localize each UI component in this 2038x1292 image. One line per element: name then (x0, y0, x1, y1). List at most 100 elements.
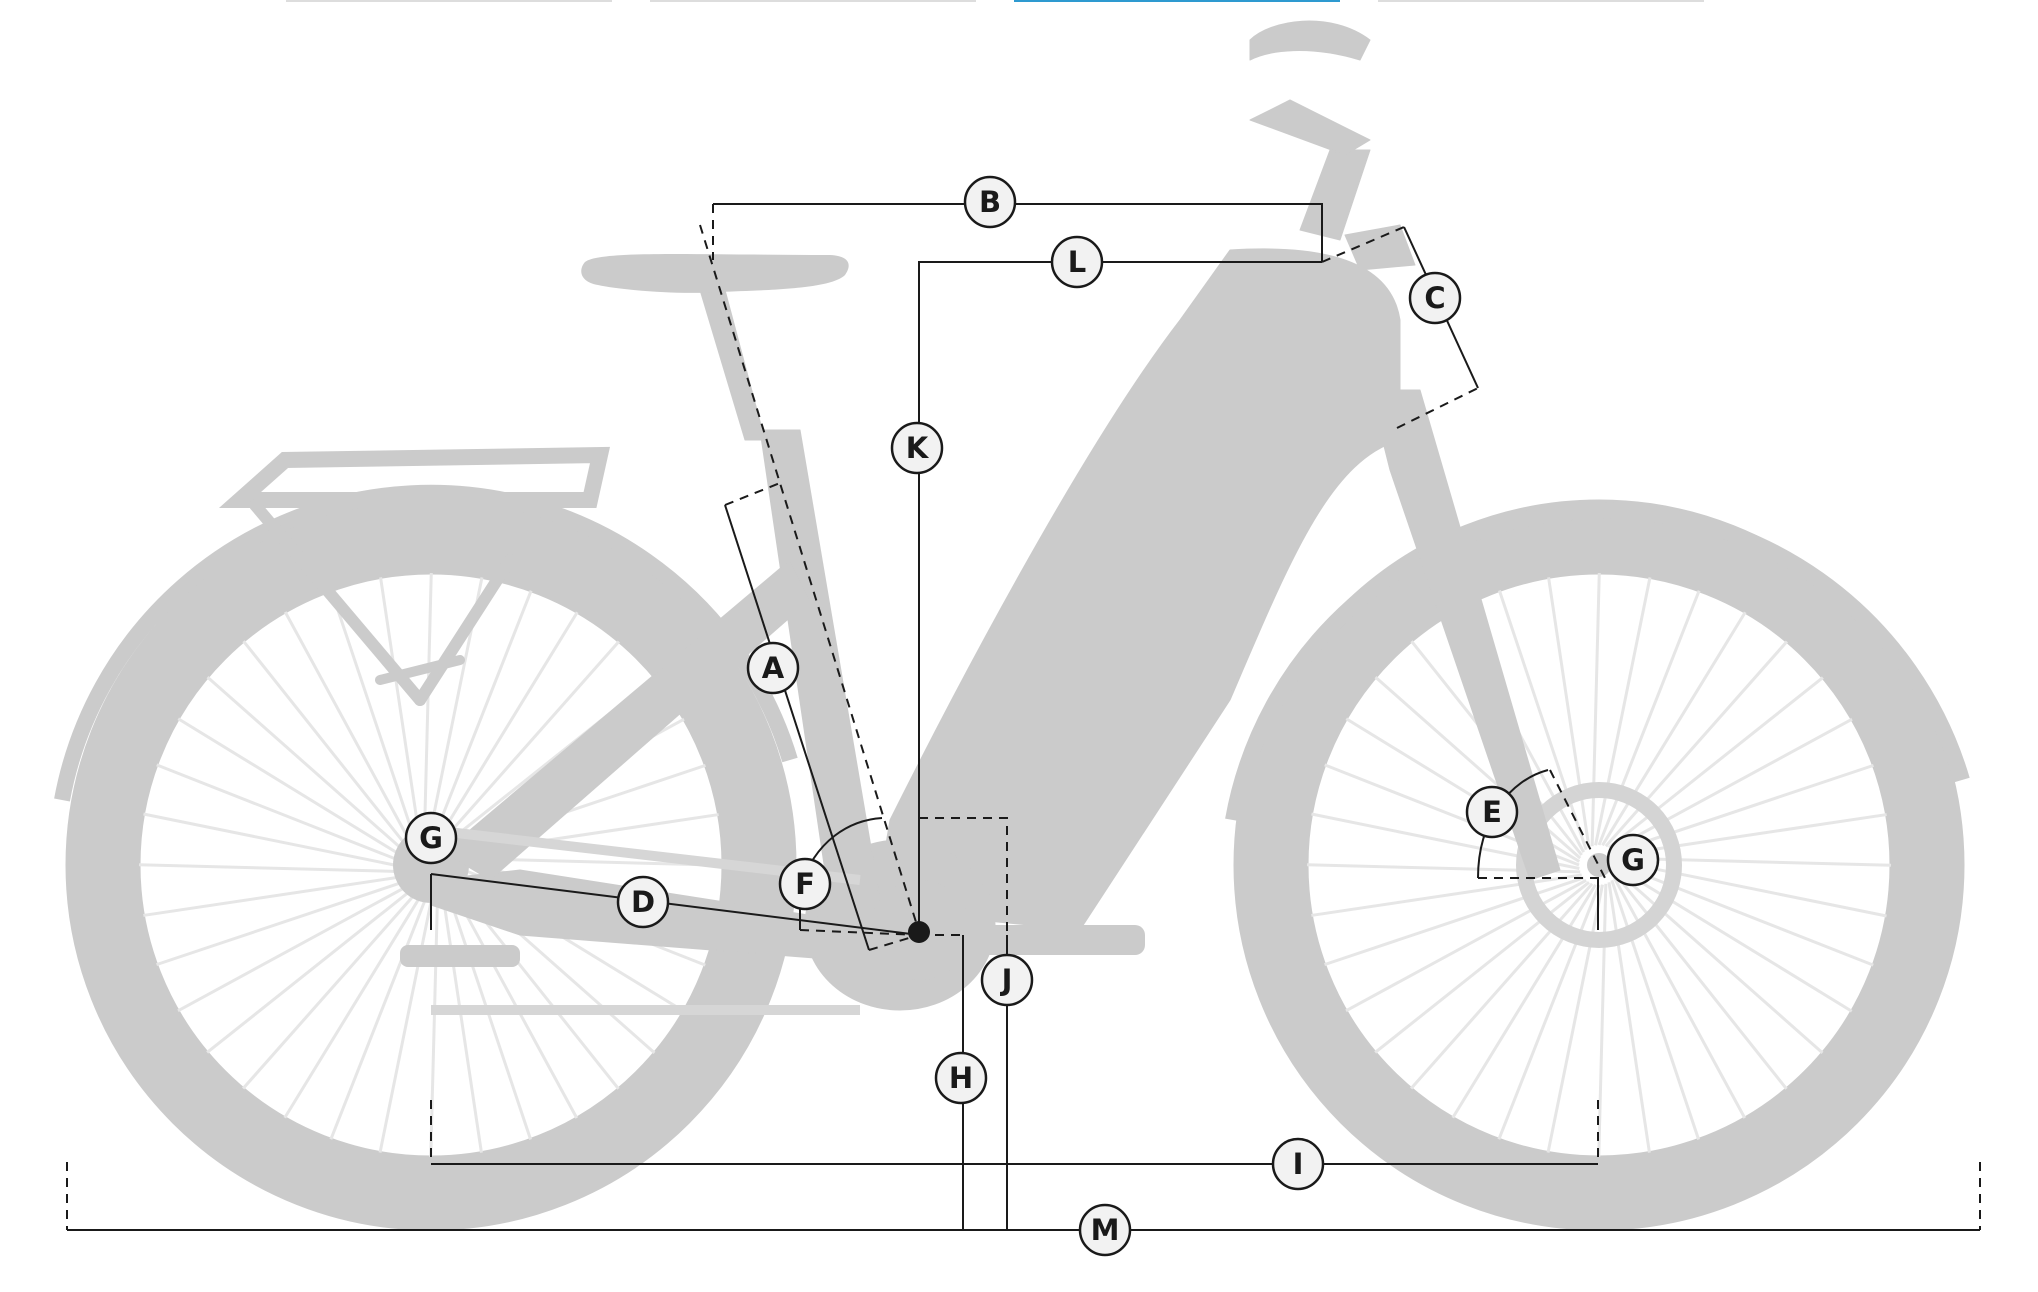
spoke (177, 879, 419, 1013)
label-k-text: K (906, 431, 930, 465)
spoke (1604, 640, 1789, 848)
label-k: K (890, 421, 944, 475)
tab-indicator-4[interactable] (1378, 0, 1704, 2)
spoke (206, 675, 414, 860)
spoke (1613, 763, 1874, 854)
label-j-text: J (1000, 963, 1013, 997)
spoke (1374, 881, 1590, 1054)
spoke (1613, 877, 1747, 1119)
dim-dash-a (724, 482, 920, 951)
spoke (1607, 882, 1651, 1153)
spoke (1610, 879, 1701, 1140)
spoke (379, 577, 423, 848)
label-i-text: I (1293, 1147, 1304, 1181)
label-l: L (1050, 235, 1104, 289)
seat-tube-axis (699, 224, 921, 936)
spoke (1618, 860, 1887, 918)
spoke (1546, 884, 1604, 1153)
dim-dash-j (919, 817, 1008, 935)
dim-dash-i (430, 1100, 1599, 1164)
dim-line-d (430, 873, 920, 936)
spoke (1409, 882, 1594, 1090)
label-e-text: E (1482, 795, 1502, 829)
spoke (439, 882, 483, 1153)
label-b: B (963, 175, 1017, 229)
spoke (422, 572, 433, 847)
spoke (1547, 577, 1591, 848)
spoke (1324, 876, 1585, 967)
spoke (1451, 883, 1597, 1119)
spoke (177, 717, 413, 863)
spoke (1497, 590, 1588, 851)
spoke (1617, 867, 1853, 1013)
spoke (206, 881, 422, 1054)
tab-indicator-1[interactable] (286, 0, 612, 2)
label-a-text: A (762, 651, 785, 685)
spoke (1601, 611, 1747, 847)
label-h: H (934, 1051, 988, 1105)
dimension-labels: A B C D E F G G H I J K L M (404, 175, 1660, 1257)
spoke (378, 884, 436, 1153)
label-m: M (1078, 1203, 1132, 1257)
label-g-rear-text: G (419, 821, 443, 855)
disc-rotor (1516, 782, 1682, 948)
dim-line-b (713, 203, 1323, 262)
spoke (429, 590, 533, 846)
spoke (242, 640, 415, 856)
label-g-rear: G (404, 811, 458, 865)
spoke (1611, 717, 1853, 851)
label-j: J (980, 953, 1034, 1007)
label-h-text: H (949, 1061, 973, 1095)
label-l-text: L (1068, 245, 1086, 279)
label-c: C (1408, 271, 1462, 325)
spoke (1497, 884, 1601, 1140)
label-m-text: M (1091, 1213, 1120, 1247)
front-wheel (1233, 499, 1965, 1231)
spoke (156, 876, 417, 967)
label-d-text: D (631, 885, 655, 919)
rear-wheel (65, 499, 797, 1231)
spoke (329, 884, 433, 1140)
label-g-front: G (1606, 833, 1660, 887)
dim-line-l (918, 261, 1322, 935)
label-c-text: C (1424, 281, 1445, 315)
label-e: E (1465, 785, 1519, 839)
spoke (1597, 883, 1608, 1158)
spoke (1617, 856, 1892, 867)
spoke (241, 882, 426, 1090)
spoke (1608, 676, 1824, 849)
bike-silhouette (54, 20, 1970, 1231)
spoke (1597, 590, 1701, 846)
rear-rack (218, 446, 611, 706)
spoke (138, 863, 413, 874)
label-d: D (616, 875, 670, 929)
spoke (1345, 879, 1587, 1013)
spoke (283, 611, 417, 853)
label-f-text: F (795, 867, 815, 901)
label-b-text: B (979, 185, 1001, 219)
tab-indicator-3-active[interactable] (1014, 0, 1340, 2)
spoke (1311, 873, 1582, 917)
dim-dash-f (799, 929, 920, 936)
spoke (143, 873, 414, 917)
spoke (329, 590, 420, 851)
bottom-bracket-dot (908, 921, 930, 943)
dim-dash-e (1478, 769, 1606, 879)
spoke (143, 812, 412, 870)
spoke (156, 763, 412, 867)
tab-indicator-2[interactable] (650, 0, 976, 2)
spoke (1616, 870, 1824, 1055)
spoke (1616, 813, 1887, 857)
frame (430, 20, 1561, 1011)
spoke (1590, 572, 1601, 847)
spoke (429, 883, 440, 1158)
spoke (1594, 577, 1652, 846)
front-fender (1225, 502, 1970, 822)
dim-line-a (724, 504, 870, 951)
spoke (436, 640, 621, 848)
spoke (1615, 874, 1788, 1090)
label-g-front-text: G (1621, 843, 1645, 877)
dim-dash-m (66, 1162, 1981, 1230)
label-i: I (1271, 1137, 1325, 1191)
